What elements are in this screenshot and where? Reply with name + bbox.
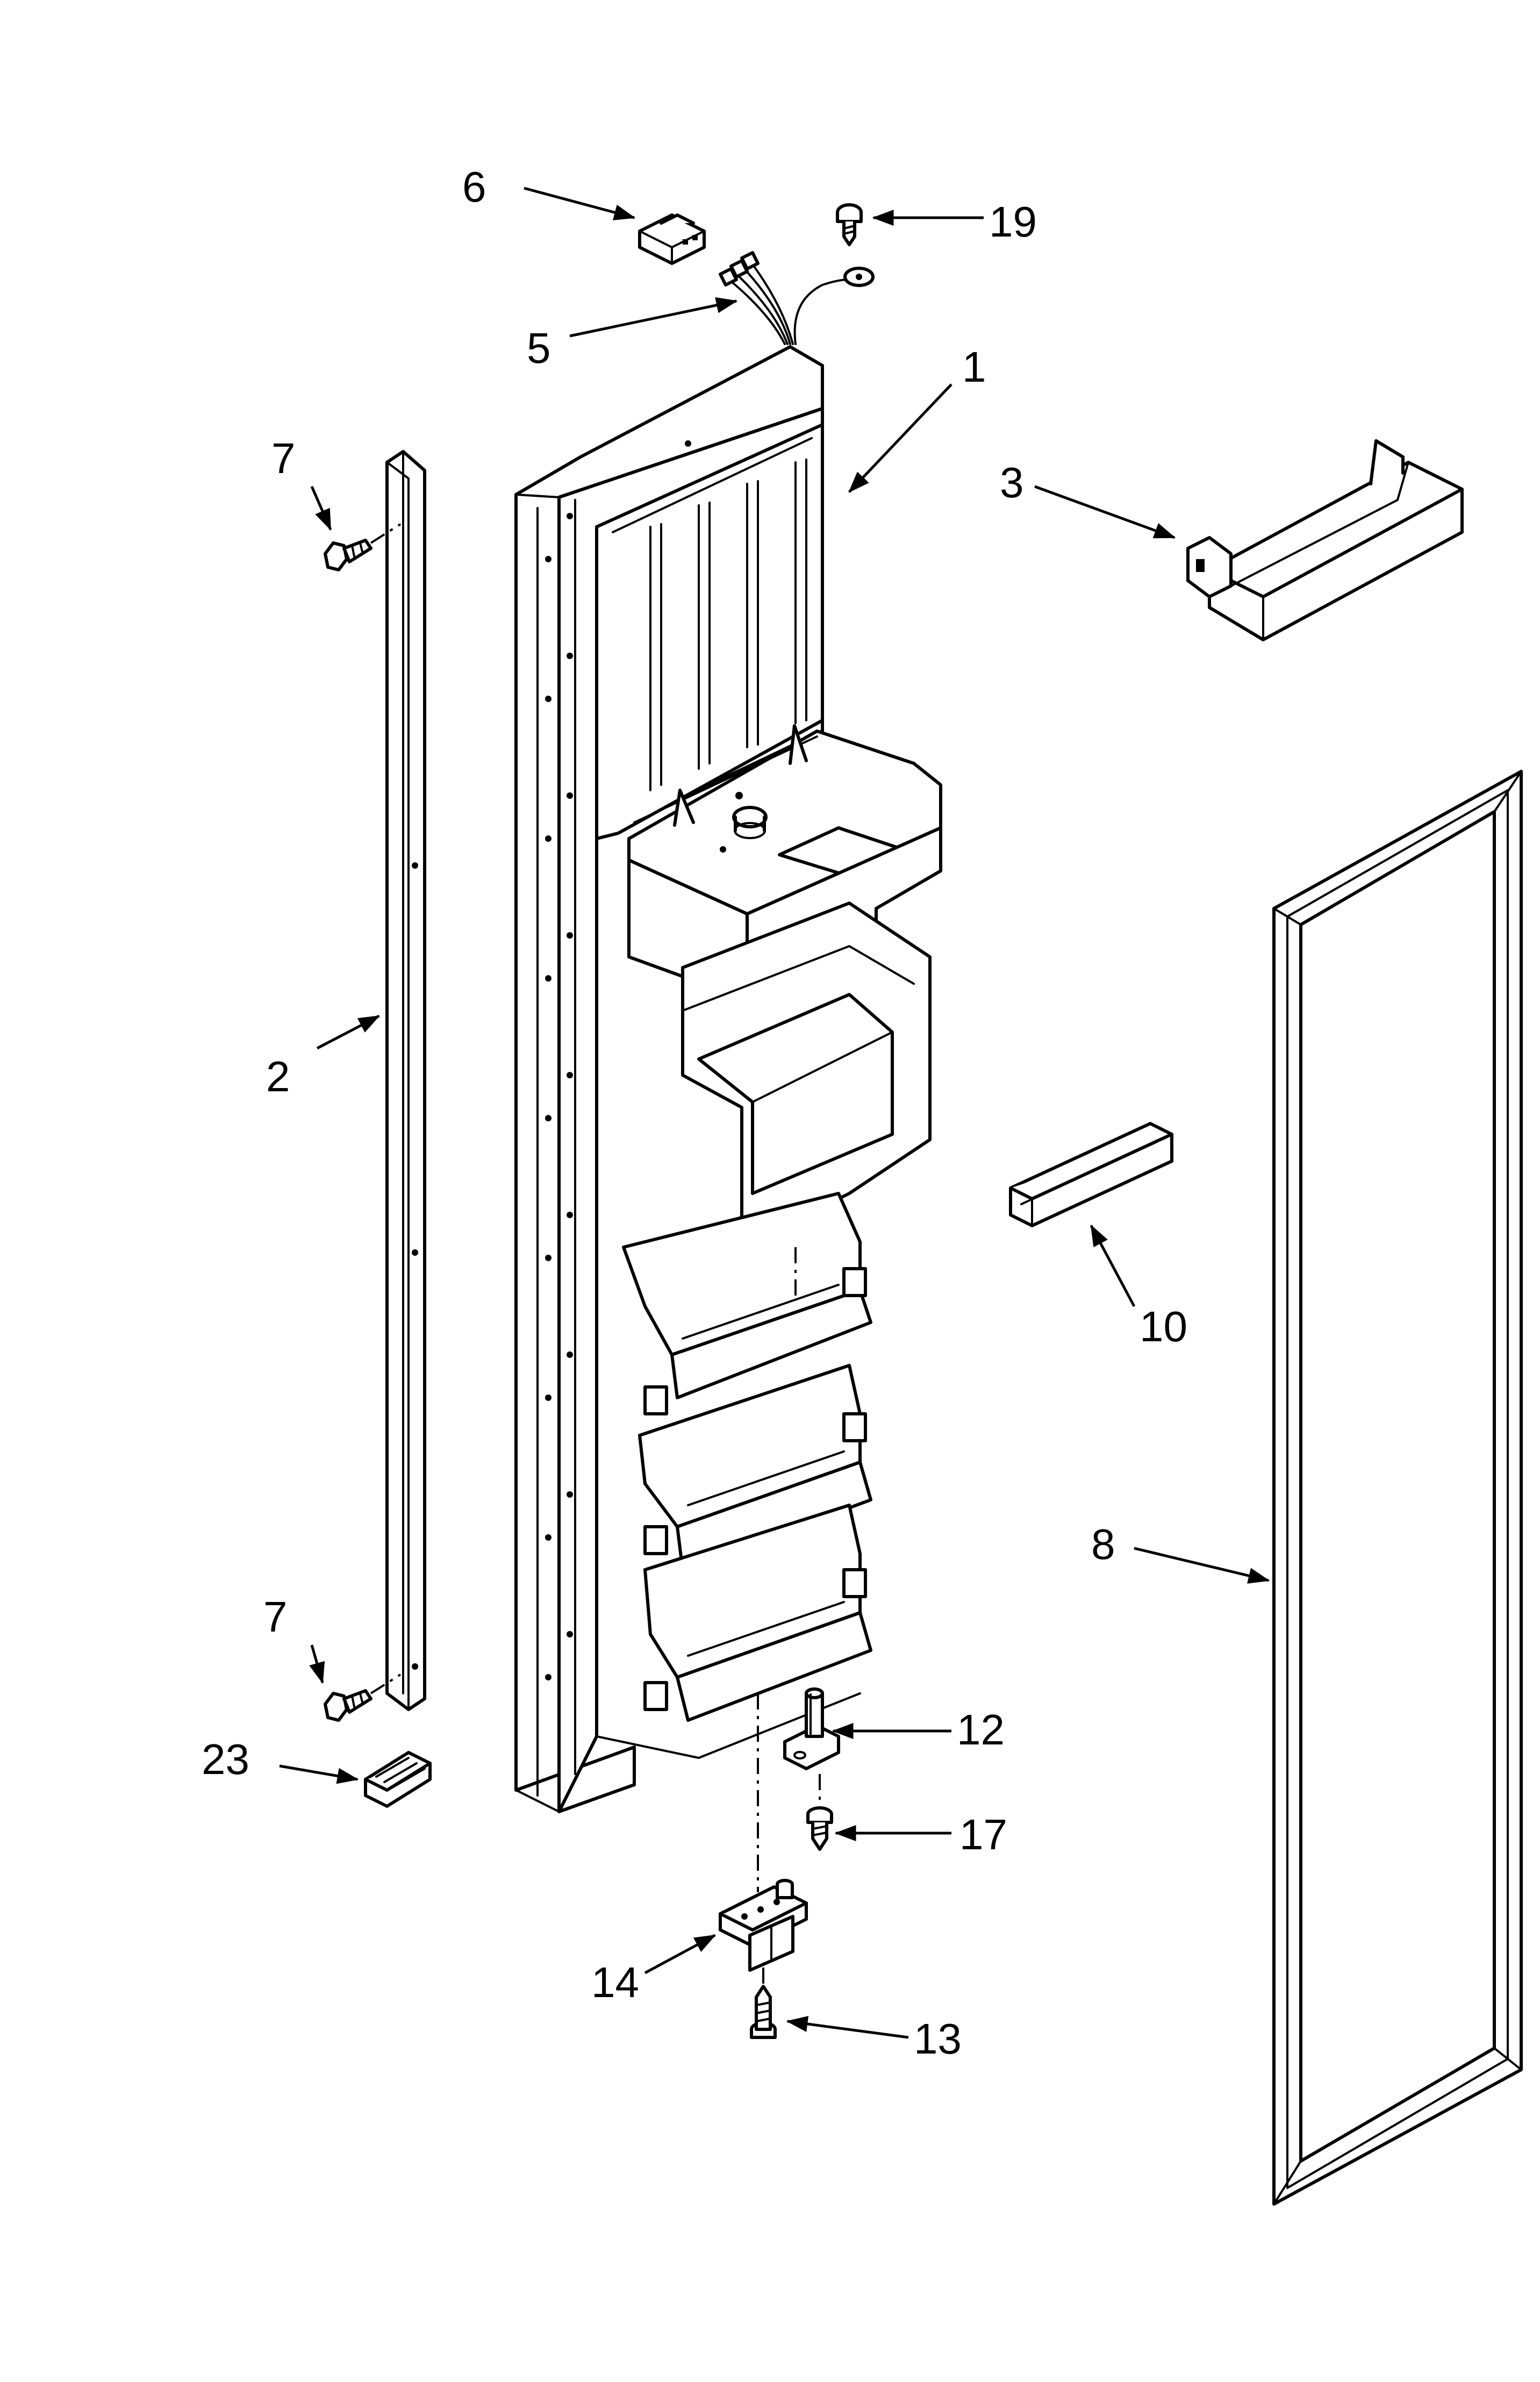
- leader-lines: [279, 187, 1270, 2039]
- callout-17: 17: [959, 1811, 1007, 1858]
- callout-19: 19: [989, 198, 1037, 246]
- callout-2: 2: [266, 1053, 290, 1100]
- hinge-pin-part-12: [783, 1687, 840, 1770]
- wire-harness-part-5: [719, 251, 875, 345]
- callout-14: 14: [591, 1958, 639, 2006]
- callout-1: 1: [962, 343, 986, 391]
- callout-13: 13: [914, 2015, 962, 2063]
- callout-7-top: 7: [271, 434, 296, 482]
- trim-strip-part-2: [385, 450, 426, 1711]
- handle-part-3: [1186, 439, 1464, 641]
- screw-part-17: [806, 1774, 833, 1851]
- clip-part-23: [364, 1751, 432, 1808]
- screw-part-19: [836, 203, 863, 246]
- connector-part-6: [638, 213, 706, 265]
- gasket-part-8: [1272, 770, 1523, 2206]
- callout-5: 5: [527, 324, 551, 372]
- screw-part-7-bottom: [324, 1673, 402, 1722]
- screw-part-7-top: [324, 523, 402, 571]
- callout-23: 23: [202, 1735, 249, 1783]
- flange-holes: [545, 440, 691, 1680]
- callout-12: 12: [957, 1706, 1005, 1754]
- door-liner-part-1: [514, 345, 942, 1813]
- channel-part-10: [1009, 1122, 1173, 1227]
- callout-6: 6: [462, 163, 486, 211]
- hinge-part-14: [719, 1879, 808, 1972]
- callout-10: 10: [1140, 1303, 1187, 1350]
- screw-part-13: [750, 1968, 777, 2039]
- callout-3: 3: [1000, 459, 1024, 506]
- callout-8: 8: [1091, 1520, 1115, 1568]
- callout-7-bottom: 7: [263, 1593, 288, 1641]
